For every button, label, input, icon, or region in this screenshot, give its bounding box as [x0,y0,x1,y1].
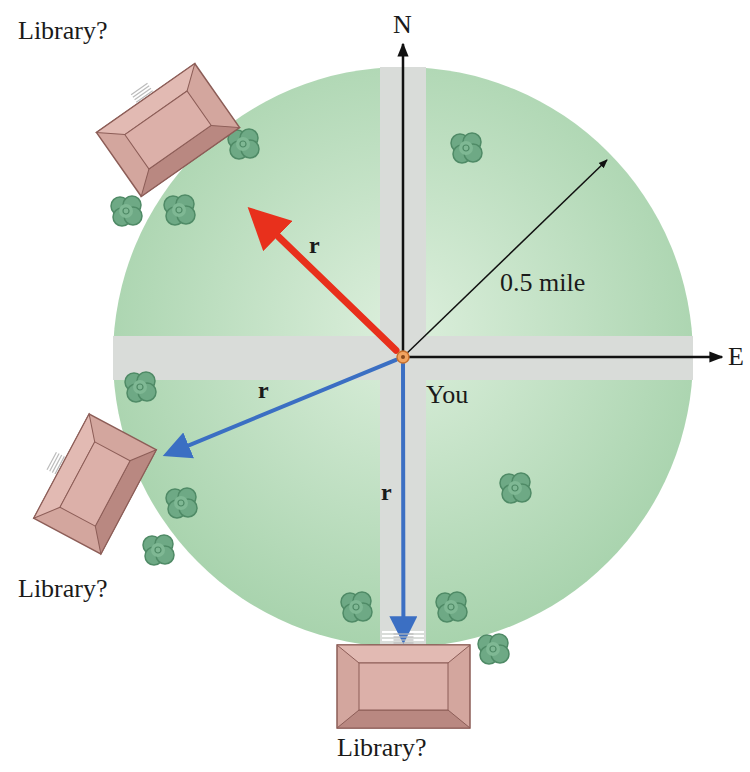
position-vector [260,219,396,351]
library-building: Library? [28,408,162,560]
library-shape [90,56,246,204]
trees [111,129,531,664]
building-label: Library? [18,576,108,602]
north-axis [402,44,405,357]
east-axis [403,356,722,359]
building-label: Library? [18,18,108,44]
radius-dimension: 0.5 mile [500,270,585,296]
vector-label: r⃗ [381,480,410,504]
library-shape [28,408,162,560]
position-dot [396,350,410,364]
you-marker: You [396,350,410,364]
library-building: Library? [337,645,470,728]
radius-arrow [403,160,607,357]
position-vector [173,360,396,452]
position-label: You [426,382,468,408]
library-shape [337,645,470,728]
vector-label: r⃗ [258,378,287,402]
library-building: Library? [90,56,246,204]
building-label: Library? [337,735,427,761]
vector-label: r⃗ [309,233,338,257]
compass-north: N [393,12,412,38]
compass-east: E [728,344,744,370]
